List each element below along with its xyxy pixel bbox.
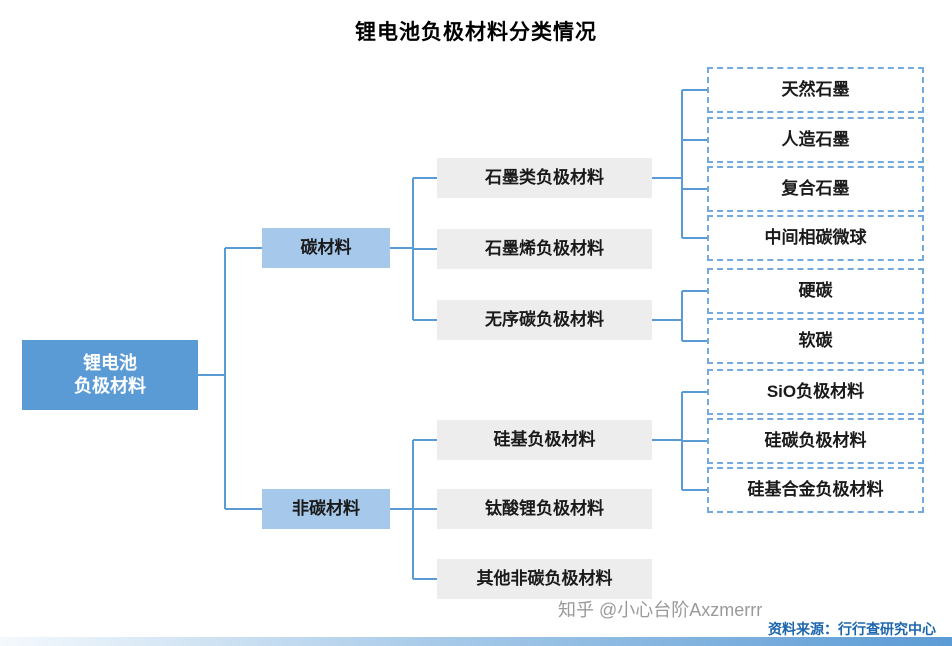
bottom-gradient-bar [0,637,952,646]
leaf-silicon-carbon-anode: 硅碳负极材料 [707,418,924,464]
source-credit: 资料来源：行行查研究中心 [768,621,936,637]
node-other-non-carbon: 其他非碳负极材料 [437,559,652,599]
diagram-title: 锂电池负极材料分类情况 [355,21,597,44]
leaf-mesocarbon-microbeads: 中间相碳微球 [707,215,924,261]
node-silicon-based: 硅基负极材料 [437,420,652,460]
node-lithium-titanate: 钛酸锂负极材料 [437,489,652,529]
leaf-sio-anode: SiO负极材料 [707,369,924,415]
node-disordered-carbon: 无序碳负极材料 [437,300,652,340]
leaf-artificial-graphite: 人造石墨 [707,117,924,163]
node-graphene: 石墨烯负极材料 [437,229,652,269]
node-carbon-materials: 碳材料 [262,228,390,268]
watermark: 知乎 @小心台阶Axzmerrr [558,600,763,620]
leaf-soft-carbon: 软碳 [707,318,924,364]
node-graphite-class: 石墨类负极材料 [437,158,652,198]
leaf-composite-graphite: 复合石墨 [707,166,924,212]
node-non-carbon-materials: 非碳材料 [262,489,390,529]
leaf-silicon-alloy-anode: 硅基合金负极材料 [707,467,924,513]
leaf-hard-carbon: 硬碳 [707,268,924,314]
node-root: 锂电池 负极材料 [22,340,198,410]
leaf-natural-graphite: 天然石墨 [707,67,924,113]
